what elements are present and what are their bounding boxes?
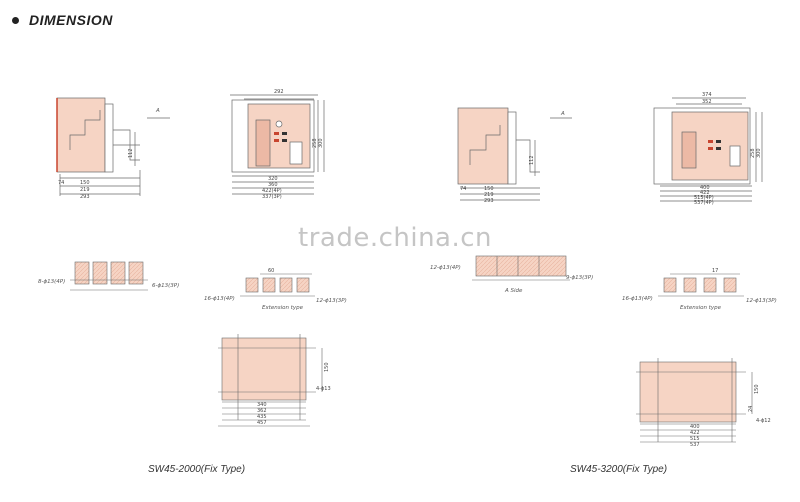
side-view-left — [56, 97, 170, 196]
extension-view-right — [658, 273, 744, 297]
watermark: trade.china.cn — [298, 223, 493, 253]
busbar-view-left — [70, 261, 148, 291]
base-view-right — [636, 358, 753, 443]
section-title: DIMENSION — [29, 12, 113, 28]
base-right-24: 24 — [748, 406, 754, 412]
ext-right-label: Extension type — [680, 305, 722, 311]
base-left-362: 362 — [257, 408, 267, 414]
bus-left-holes-4p: 8-ϕ13(4P) — [38, 279, 65, 285]
extension-view-left — [240, 273, 315, 297]
base-left-435: 435 — [257, 414, 267, 420]
ext-left-holes-3p: 12-ϕ13(3P) — [316, 298, 347, 304]
dim-front-258: 258 — [312, 138, 318, 148]
base-right-515: 515 — [690, 436, 700, 442]
dim-front-352: 352 — [702, 99, 712, 105]
base-right-422: 422 — [690, 430, 700, 436]
dim-side-112: 112 — [128, 148, 134, 158]
dim-side-219: 219 — [80, 187, 90, 193]
front-view-left — [230, 94, 325, 195]
dim-front-258-r: 258 — [750, 148, 756, 158]
base-left-457: 457 — [257, 420, 267, 426]
section-header: DIMENSION — [12, 12, 113, 28]
dim-front-300-r: 300 — [756, 148, 762, 158]
base-right-hole: 4-ϕ12 — [756, 418, 771, 424]
side-view-right — [457, 107, 572, 201]
front-view-right — [653, 97, 763, 202]
dim-side-219-r: 219 — [484, 192, 494, 198]
dim-side-293-r: 293 — [484, 198, 494, 204]
dim-side-74: 74 — [58, 180, 64, 186]
dim-front-360: 360 — [268, 182, 278, 188]
base-left-340: 340 — [257, 402, 267, 408]
dim-front-300: 300 — [318, 138, 324, 148]
label-a-left: A — [155, 108, 160, 114]
dim-side-293: 293 — [80, 194, 90, 200]
dim-side-150: 150 — [80, 180, 90, 186]
dim-front-320: 320 — [268, 176, 278, 182]
ext-right-holes-4p: 16-ϕ13(4P) — [622, 296, 653, 302]
ext-left-label: Extension type — [262, 305, 304, 311]
bus-right-holes-3p: 9-ϕ13(3P) — [566, 275, 593, 281]
base-right-400: 400 — [690, 424, 700, 430]
ext-left-60: 60 — [268, 268, 274, 274]
dim-front-400: 400 — [700, 185, 710, 191]
dim-side-112-r: 112 — [529, 155, 535, 165]
base-right-537: 537 — [690, 442, 700, 448]
dim-front-374: 374 — [702, 92, 712, 98]
dim-front-422: 422 — [700, 190, 710, 196]
caption-sw45-3200: SW45-3200(Fix Type) — [570, 464, 668, 475]
ext-left-holes-4p: 16-ϕ13(4P) — [204, 296, 235, 302]
dim-front-292: 292 — [274, 89, 284, 95]
base-left-150: 150 — [324, 362, 330, 372]
dim-front-337-3p: 337(3P) — [262, 194, 282, 200]
bus-left-holes-3p: 6-ϕ13(3P) — [152, 283, 179, 289]
bus-right-holes-4p: 12-ϕ13(4P) — [430, 265, 461, 271]
dim-front-537-4p: 537(4P) — [694, 200, 714, 206]
base-right-150: 150 — [754, 384, 760, 394]
dim-side-74-r: 74 — [460, 186, 466, 192]
ext-right-17: 17 — [712, 268, 718, 274]
busbar-view-right — [472, 255, 570, 281]
label-a-right: A — [560, 111, 565, 117]
caption-sw45-2000: SW45-2000(Fix Type) — [148, 464, 246, 475]
base-view-left — [218, 334, 323, 427]
bullet-icon — [12, 16, 19, 24]
ext-right-holes-3p: 12-ϕ13(3P) — [746, 298, 777, 304]
dim-front-422-4p: 422(4P) — [262, 188, 282, 194]
dim-front-515-4p: 515(4P) — [694, 195, 714, 201]
base-left-hole: 4-ϕ13 — [316, 386, 331, 392]
dim-side-150-r: 150 — [484, 186, 494, 192]
bus-right-aside: A Side — [504, 288, 523, 294]
